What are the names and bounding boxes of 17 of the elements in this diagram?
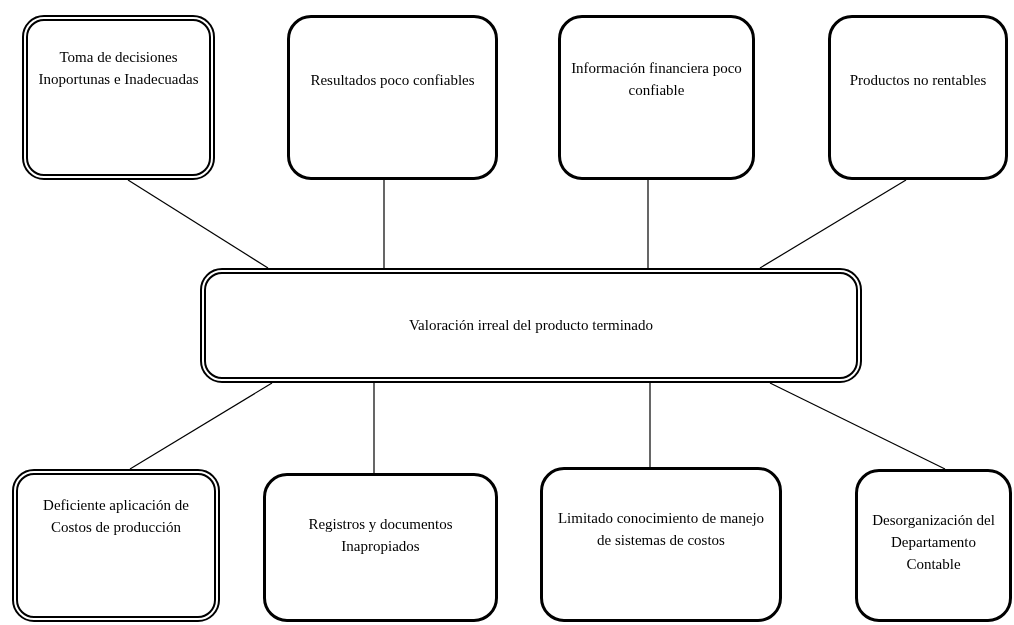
connector-line <box>383 179 385 269</box>
text-box: Registros y documentos Inapropiados <box>263 473 498 622</box>
text-box: Limitado conocimiento de manejo de sistemas de costos <box>540 467 782 622</box>
text-box: Deficiente aplicación de Costos de producción <box>12 469 220 622</box>
text-box: Resultados poco confiables <box>287 15 498 180</box>
connector-line <box>127 179 269 269</box>
connector-line <box>129 382 273 470</box>
text-box: Toma de decisiones Inoportunas e Inadecuadas <box>22 15 215 180</box>
connector-line <box>769 382 946 470</box>
text-box: Información financiera poco confiable <box>558 15 755 180</box>
text-box: Productos no rentables <box>828 15 1008 180</box>
connector-line <box>759 179 907 269</box>
text-box: Desorganización del Departamento Contable <box>855 469 1012 622</box>
connector-line <box>649 382 651 468</box>
connector-line <box>647 179 649 269</box>
connector-line <box>373 382 375 474</box>
central-problem-box: Valoración irreal del producto terminado <box>200 268 862 383</box>
